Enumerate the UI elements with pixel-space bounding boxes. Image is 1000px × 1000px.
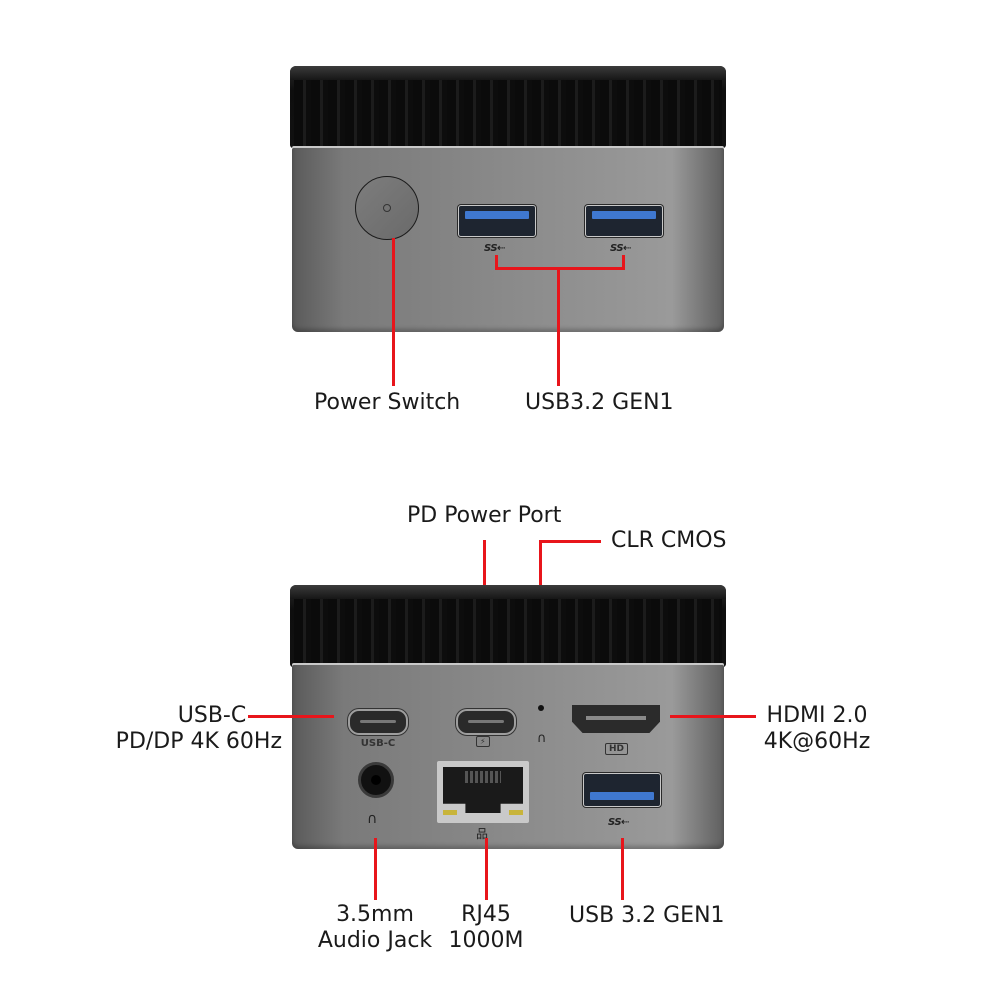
power-led-icon (383, 204, 391, 212)
label-usb-front: USB3.2 GEN1 (525, 390, 674, 415)
callout-line-cmos-h (539, 540, 601, 543)
hdmi-hd-icon: HD (605, 743, 629, 755)
label-hdmi-line1: HDMI 2.0 (766, 703, 868, 728)
cmos-reset-icon: ∩ (537, 731, 547, 746)
usb-a-port-front-2[interactable] (585, 205, 663, 237)
front-panel: SS⇠ SS⇠ (292, 146, 724, 332)
headphones-icon: ∩ (367, 811, 378, 827)
link-led (443, 810, 457, 815)
usb-a-port-front-1[interactable] (458, 205, 536, 237)
callout-line-usb-right (622, 255, 625, 269)
heatsink-lid (290, 585, 726, 667)
usb-c-port[interactable] (348, 709, 408, 735)
power-button[interactable] (355, 176, 419, 240)
label-audio-line2: Audio Jack (317, 928, 433, 953)
callout-line-audio (374, 838, 377, 900)
callout-line-usb-left (495, 255, 498, 269)
callout-line-usb-rear (621, 838, 624, 900)
label-usbc-line1: USB-C (177, 703, 247, 728)
label-power-switch: Power Switch (314, 390, 461, 415)
pd-power-icon: ⚡ (476, 736, 490, 747)
callout-line-hdmi (670, 715, 756, 718)
network-lan-icon: 品 (476, 827, 489, 841)
front-device: SS⇠ SS⇠ (290, 66, 726, 332)
label-hdmi-line2: 4K@60Hz (763, 729, 871, 754)
usb-c-marking: USB-C (360, 738, 396, 749)
label-rj45-line2: 1000M (448, 928, 524, 953)
audio-jack-port[interactable] (358, 762, 394, 798)
label-usb-rear: USB 3.2 GEN1 (569, 903, 725, 928)
callout-line-power (392, 238, 395, 386)
callout-line-rj45 (485, 838, 488, 900)
clr-cmos-button[interactable] (538, 705, 544, 711)
activity-led (509, 810, 523, 815)
pd-power-port[interactable] (456, 709, 516, 735)
hdmi-port[interactable] (572, 705, 660, 733)
superspeed-usb-icon: SS⇠ (610, 243, 631, 254)
label-usbc-line2: PD/DP 4K 60Hz (115, 729, 282, 754)
usb-a-port-rear[interactable] (583, 773, 661, 807)
rj45-port[interactable] (437, 761, 529, 823)
label-rj45-line1: RJ45 (461, 902, 511, 927)
heatsink-lid (290, 66, 726, 148)
rear-device: USB-C ⚡ ∩ HD ∩ 品 SS⇠ (290, 585, 726, 849)
label-hdmi: HDMI 2.0 4K@60Hz (752, 703, 882, 755)
heatsink-fins (294, 80, 722, 148)
callout-line-usb-stem (557, 267, 560, 386)
rear-panel: USB-C ⚡ ∩ HD ∩ 品 SS⇠ (292, 663, 724, 849)
label-pd-power-port: PD Power Port (407, 503, 562, 528)
label-audio-line1: 3.5mm (336, 902, 414, 927)
label-clr-cmos: CLR CMOS (611, 528, 727, 553)
label-audio: 3.5mm Audio Jack (310, 902, 440, 954)
callout-line-usb-bar (495, 267, 625, 270)
label-usbc: USB-C PD/DP 4K 60Hz (112, 703, 282, 755)
superspeed-usb-icon: SS⇠ (608, 817, 629, 828)
superspeed-usb-icon: SS⇠ (484, 243, 505, 254)
callout-line-usbc (248, 715, 334, 718)
label-rj45: RJ45 1000M (440, 902, 532, 954)
heatsink-fins (294, 599, 722, 667)
